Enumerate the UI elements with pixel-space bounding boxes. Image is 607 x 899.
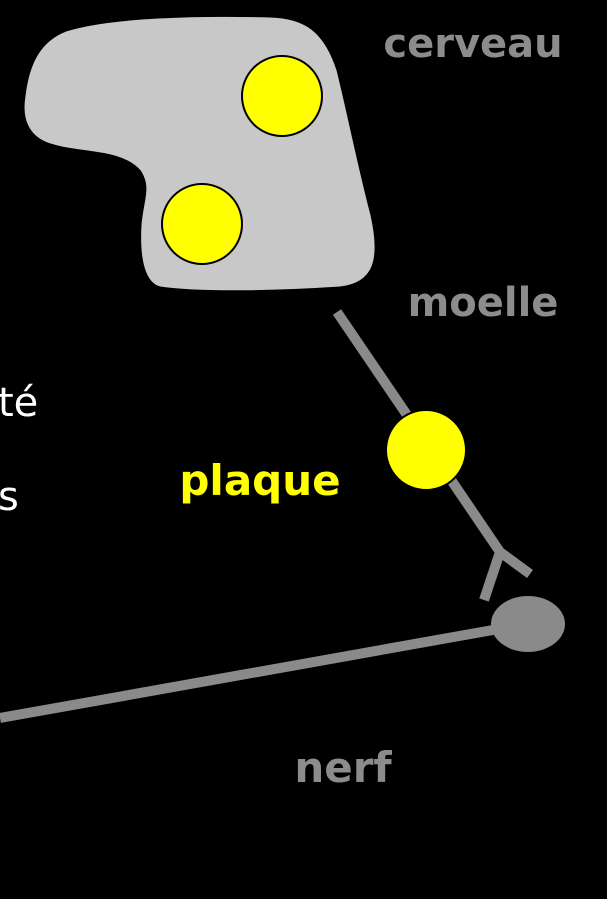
brain-plaque-upper xyxy=(242,56,322,136)
label-cerveau: cerveau xyxy=(383,21,562,67)
cut-text-2: s xyxy=(0,474,19,520)
label-plaque: plaque xyxy=(179,456,340,505)
synapse-fork-right xyxy=(500,552,530,574)
neuron-body xyxy=(491,596,565,652)
synapse-fork-left xyxy=(484,552,500,600)
nerve-line xyxy=(0,628,504,718)
label-moelle: moelle xyxy=(408,280,559,326)
label-nerf: nerf xyxy=(294,743,392,792)
cut-text-1: té xyxy=(0,380,38,426)
brain-plaque-lower xyxy=(162,184,242,264)
spinal-plaque xyxy=(386,410,466,490)
